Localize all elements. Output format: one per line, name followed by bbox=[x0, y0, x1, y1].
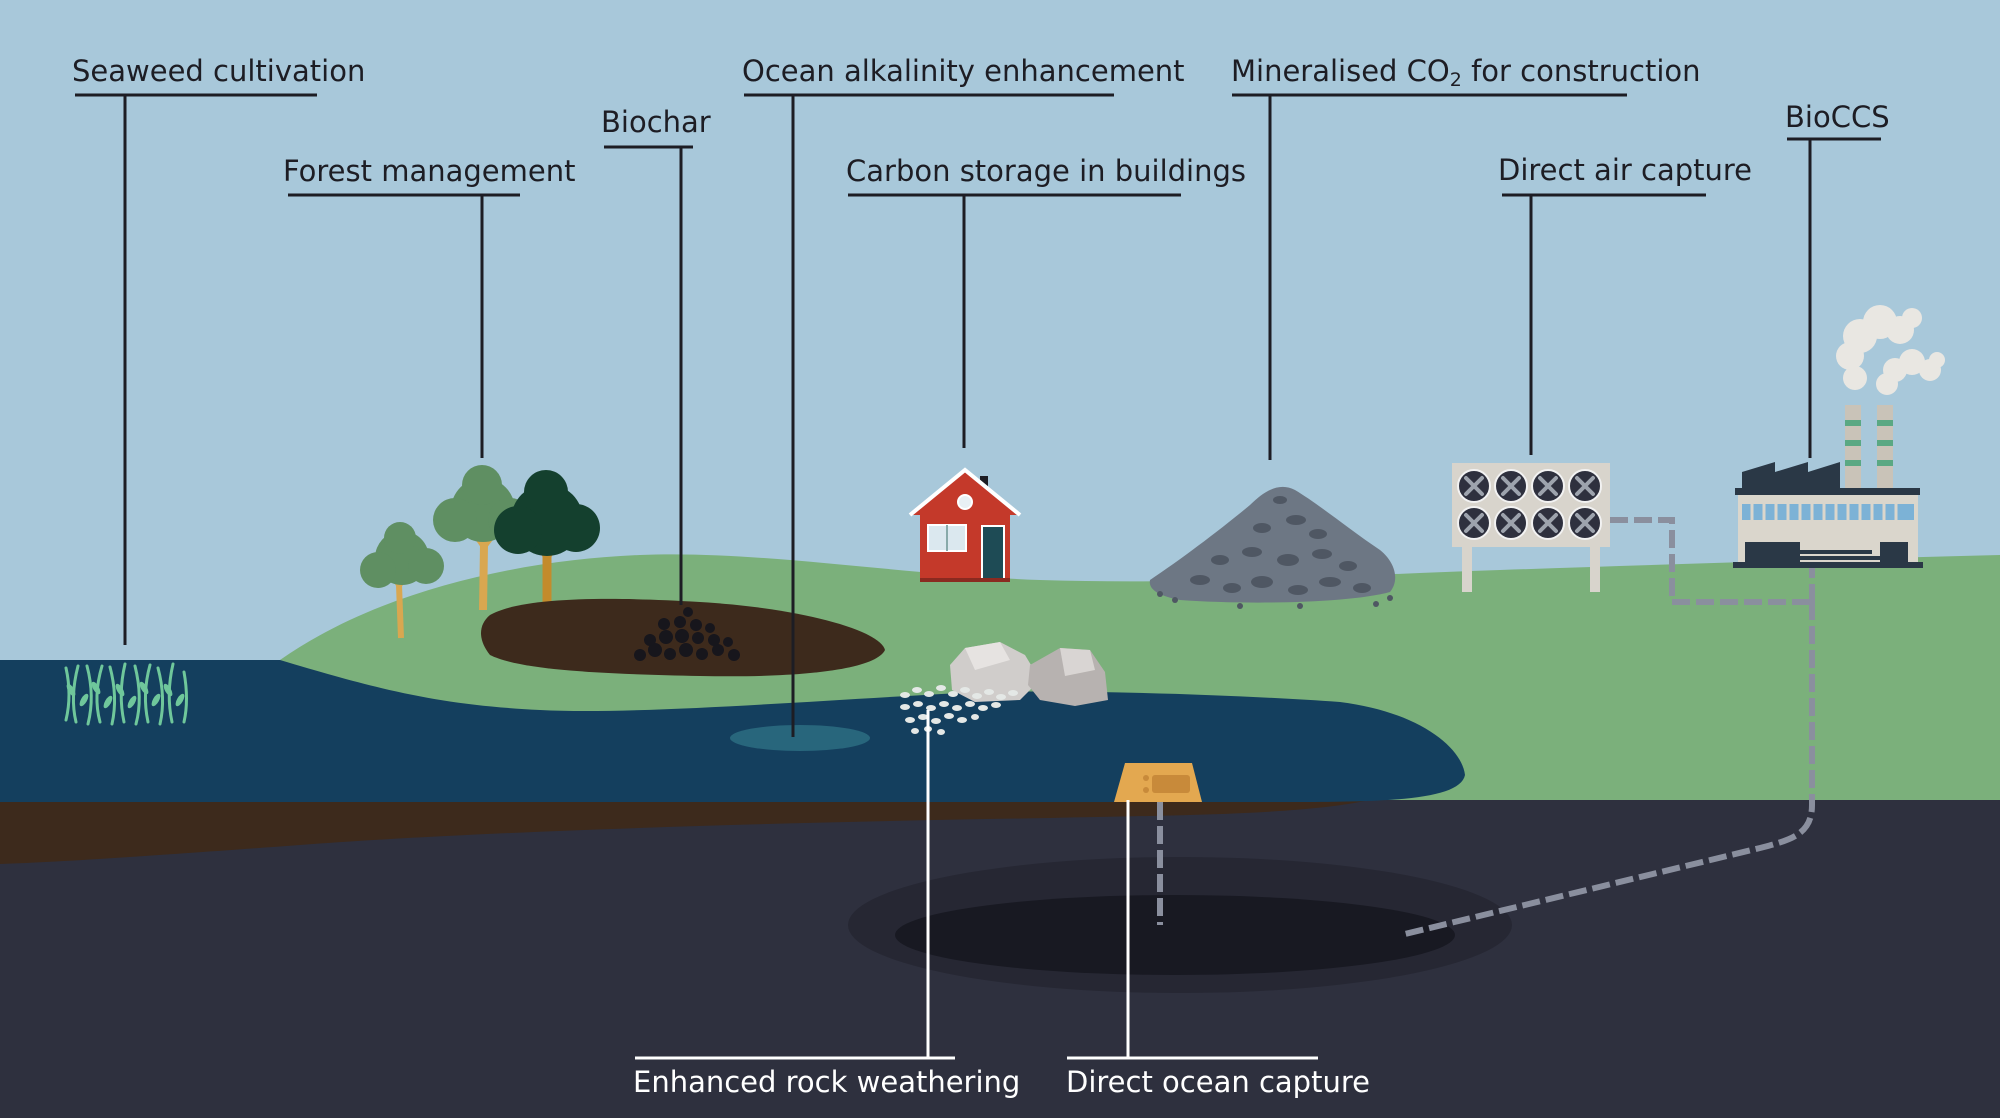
bioccs-plant bbox=[1733, 305, 1945, 568]
co2-pipeline bbox=[1610, 517, 1815, 605]
label-mineralised-co2: Mineralised CO2 for construction bbox=[1231, 54, 1701, 91]
seaweed bbox=[64, 662, 188, 726]
leader-dac bbox=[1502, 193, 1706, 455]
mineral-pile bbox=[1149, 486, 1396, 603]
alkalinity-patch bbox=[730, 725, 870, 751]
label-forest-management: Forest management bbox=[283, 154, 576, 188]
red-house bbox=[908, 467, 1022, 582]
dac-unit bbox=[1452, 463, 1610, 592]
co2-pipeline-down bbox=[1404, 602, 1815, 937]
leader-doc bbox=[1067, 800, 1318, 1060]
label-ocean-alkalinity-enhancement: Ocean alkalinity enhancement bbox=[742, 54, 1185, 88]
leader-mineralised bbox=[1232, 93, 1627, 460]
mineral-pile-stones bbox=[1157, 496, 1393, 609]
label-mineralised-subscript: 2 bbox=[1449, 69, 1462, 91]
leader-biochar bbox=[604, 145, 693, 605]
leader-seaweed bbox=[75, 93, 317, 645]
label-bioccs: BioCCS bbox=[1785, 100, 1890, 134]
soil-layer bbox=[0, 800, 1370, 864]
tree-small bbox=[360, 522, 444, 639]
ocean-capture-unit bbox=[1114, 763, 1202, 802]
leader-bioccs bbox=[1787, 137, 1881, 458]
trees bbox=[360, 465, 600, 645]
storage-reservoir bbox=[895, 895, 1455, 975]
label-biochar: Biochar bbox=[601, 105, 711, 139]
label-mineralised-pre: Mineralised CO bbox=[1231, 54, 1450, 88]
biochar-pile bbox=[634, 607, 740, 661]
label-mineralised-post: for construction bbox=[1461, 54, 1701, 88]
label-direct-ocean-capture: Direct ocean capture bbox=[1066, 1065, 1370, 1099]
leader-ocean-alkalinity bbox=[744, 93, 1114, 737]
leader-buildings bbox=[848, 193, 1181, 448]
smoke bbox=[1836, 305, 1945, 395]
label-enhanced-rock-weathering: Enhanced rock weathering bbox=[633, 1065, 1021, 1099]
boulders bbox=[950, 642, 1108, 706]
label-carbon-storage-buildings: Carbon storage in buildings bbox=[846, 154, 1246, 188]
leader-lines bbox=[75, 93, 1881, 737]
rock-fragments bbox=[900, 685, 1018, 735]
tree-dark bbox=[494, 470, 600, 645]
leader-forest bbox=[288, 193, 520, 458]
label-seaweed-cultivation: Seaweed cultivation bbox=[72, 54, 366, 88]
label-direct-air-capture: Direct air capture bbox=[1498, 153, 1753, 187]
leader-lines-light bbox=[635, 710, 1318, 1060]
leader-rock-weathering bbox=[635, 710, 955, 1060]
